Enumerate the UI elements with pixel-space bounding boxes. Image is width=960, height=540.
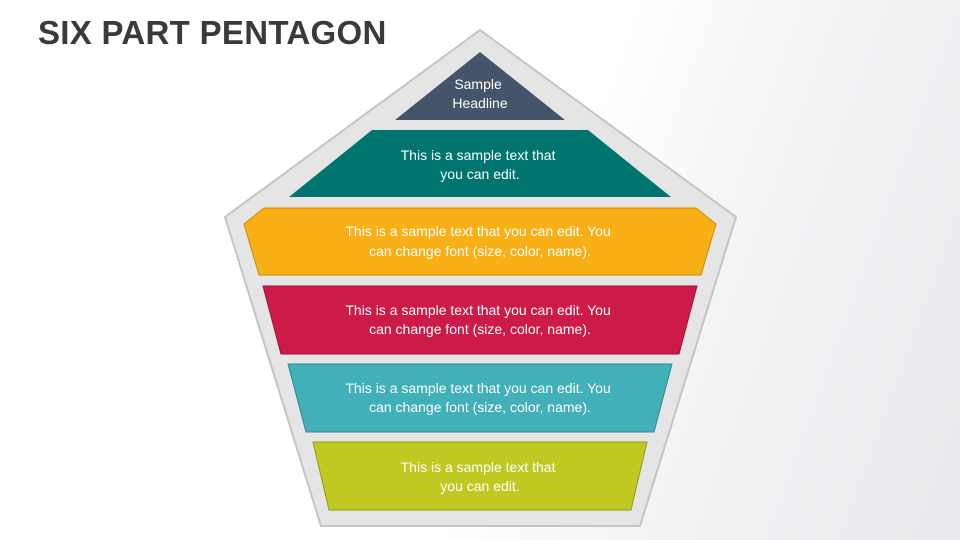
segment-crimson[interactable]: This is a sample text that you can edit.… — [262, 285, 698, 355]
slide-title: SIX PART PENTAGON — [38, 14, 387, 51]
svg-text:This is a sample text that you: This is a sample text that you can edit.… — [345, 223, 614, 259]
segment-headline-line-1: Sample — [454, 76, 502, 92]
segment-teal-shape — [289, 130, 671, 197]
segment-teal[interactable]: This is a sample text that you can edit. — [289, 130, 671, 197]
segment-yellow-shape — [243, 207, 717, 276]
segment-yellow-line-2: can change font (size, color, name). — [369, 243, 591, 259]
segment-lime-line-2: you can edit. — [440, 478, 519, 494]
segment-lime-line-1: This is a sample text that — [401, 459, 556, 475]
svg-text:This is a sample text that: This is a sample text that you can edit. — [401, 147, 560, 182]
segment-aqua-line-2: can change font (size, color, name). — [369, 399, 591, 415]
segment-aqua-line-1: This is a sample text that you can edit.… — [345, 380, 610, 396]
segment-teal-line-1: This is a sample text that — [401, 147, 556, 163]
segment-aqua-shape — [287, 363, 673, 433]
segment-crimson-line-2: can change font (size, color, name). — [369, 321, 591, 337]
segment-lime-shape — [312, 441, 648, 511]
svg-text:This is a sample text that: This is a sample text that you can edit. — [401, 459, 560, 494]
svg-text:This is a sample text that you: This is a sample text that you can edit.… — [345, 380, 614, 415]
svg-text:This is a sample text that you: This is a sample text that you can edit.… — [345, 302, 614, 337]
segment-crimson-shape — [262, 285, 698, 355]
segment-headline[interactable]: Sample Headline — [395, 52, 565, 120]
segment-yellow[interactable]: This is a sample text that you can edit.… — [243, 207, 717, 276]
segment-lime[interactable]: This is a sample text that you can edit. — [312, 441, 648, 511]
segment-headline-line-2: Headline — [452, 95, 507, 111]
segment-aqua[interactable]: This is a sample text that you can edit.… — [287, 363, 673, 433]
segment-teal-line-2: you can edit. — [440, 166, 519, 182]
svg-text:Sample Headline: Sample Headline — [452, 76, 507, 111]
segment-yellow-line-1: This is a sample text that you can edit.… — [345, 223, 610, 239]
segment-crimson-line-1: This is a sample text that you can edit.… — [345, 302, 610, 318]
segment-headline-shape — [395, 52, 565, 120]
